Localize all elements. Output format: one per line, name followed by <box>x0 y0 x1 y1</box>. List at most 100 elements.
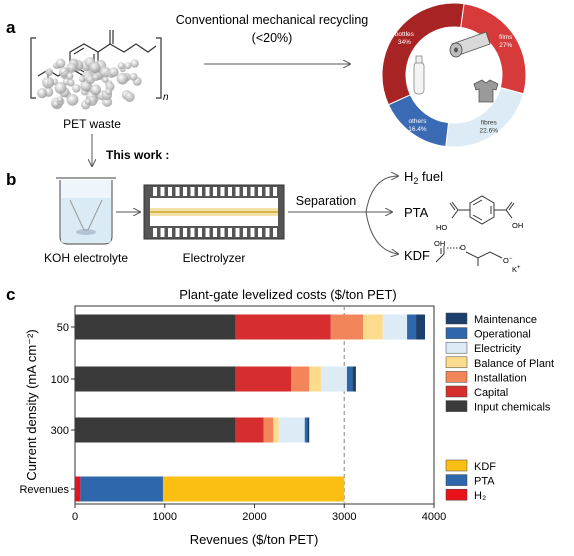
electrolyzer-slot <box>153 187 157 196</box>
y-tick-label: 300 <box>51 425 69 437</box>
legend-label: H₂ <box>474 490 486 502</box>
electrolyzer-slot <box>153 228 157 237</box>
bar-segment-input-chemicals-100 <box>75 366 236 392</box>
electrolyzer-slot <box>250 228 255 237</box>
bar-segment-input-chemicals-50 <box>75 314 236 340</box>
pet-pellet <box>66 62 77 73</box>
panel-c-label: c <box>6 285 15 304</box>
pet-pellet-pile <box>37 57 142 110</box>
electrolyzer-slot <box>213 228 217 237</box>
x-tick-label: 1000 <box>153 511 177 523</box>
pta-structure <box>449 195 515 225</box>
this-work-label: This work : <box>106 148 169 162</box>
film-roll-icon <box>449 31 491 58</box>
pet-pellet <box>124 91 135 102</box>
pet-waste-label: PET waste <box>63 117 121 131</box>
chart-marks <box>75 306 426 504</box>
pet-pellet <box>55 58 66 69</box>
kdf-oh: OH <box>434 239 445 248</box>
y-tick-label: Revenues <box>19 484 69 496</box>
chart-x-axis-label: Revenues ($/ton PET) <box>190 532 319 547</box>
pta-oh: OH <box>512 221 523 230</box>
tshirt-icon <box>473 79 499 103</box>
bar-segment-h--revenues <box>75 476 81 502</box>
electrolyzer-slot <box>183 228 187 237</box>
legend-label: PTA <box>474 476 495 488</box>
legend-label: Maintenance <box>474 314 537 326</box>
bar-segment-maintenance-50 <box>416 314 426 340</box>
electrolyzer-slot <box>243 228 247 237</box>
legend-label: KDF <box>474 461 496 473</box>
bottle-icon <box>413 55 425 95</box>
pet-pellet <box>92 73 100 81</box>
electrolyzer-slot <box>160 187 165 196</box>
bar-segment-installation-50 <box>330 314 364 340</box>
pet-pellet <box>58 67 70 78</box>
electrolyzer-slot <box>190 187 195 196</box>
pet-pellet <box>102 76 109 83</box>
pet-pellet <box>66 72 74 80</box>
electrolyzer-slot <box>243 187 247 196</box>
legend-swatch <box>445 341 468 354</box>
legend-swatch <box>445 400 468 412</box>
legend-swatch <box>445 385 468 398</box>
electrolyzer-slot <box>265 228 270 237</box>
pet-pellet <box>67 79 75 87</box>
bar-segment-pta-revenues <box>80 476 163 502</box>
electrolyzer-slot <box>258 187 262 196</box>
electrolyzer-slot <box>183 187 187 196</box>
electrolyzer-slot <box>190 228 195 237</box>
electrolyzer-slot <box>250 187 255 196</box>
pet-pellet <box>117 62 125 70</box>
panel-b: b This work : KOH electrolyte Electrolyz… <box>6 134 523 274</box>
donut-percent-films: 27% <box>499 42 512 49</box>
pta-label: PTA <box>404 205 429 220</box>
separation-branches <box>365 176 398 254</box>
electrolyzer-slot <box>220 228 225 237</box>
bar-segment-installation-100 <box>291 366 310 392</box>
electrolyzer-slot <box>235 187 240 196</box>
donut-percent-others: 16.4% <box>408 126 427 133</box>
bar-segment-capital-100 <box>235 366 292 392</box>
electrolyzer-slot <box>198 187 202 196</box>
chart-title: Plant-gate levelized costs ($/ton PET) <box>179 287 397 302</box>
pet-pellet <box>84 98 92 105</box>
bar-segment-electricity-50 <box>382 314 408 340</box>
electrolyzer-slot <box>198 228 202 237</box>
bar-segment-capital-300 <box>235 417 264 443</box>
electrolyzer-slot <box>265 187 270 196</box>
kdf-label: KDF <box>404 248 430 263</box>
legend-swatch <box>445 312 468 325</box>
electrolyzer-slot <box>273 187 277 196</box>
kdf-o: O <box>460 243 466 252</box>
electrolyzer-slot <box>168 228 172 237</box>
bar-segment-kdf-revenues <box>162 476 345 502</box>
donut-label-fibres: fibres <box>481 119 498 126</box>
bar-segment-maintenance-300 <box>307 417 310 443</box>
bar-segment-input-chemicals-300 <box>75 417 236 443</box>
legend-swatch <box>445 327 468 339</box>
chart-legend: MaintenanceOperationalElectricityBalance… <box>445 312 554 502</box>
legend-label: Balance of Plant <box>474 358 554 370</box>
pet-pellet <box>129 72 138 81</box>
legend-label: Electricity <box>474 343 522 355</box>
bar-segment-installation-300 <box>263 417 274 443</box>
conventional-recycling-label: Conventional mechanical recycling <box>176 13 369 27</box>
electrolyzer-slot <box>213 187 217 196</box>
electrolyzer-slot <box>205 187 210 196</box>
pet-subscript-n: n <box>163 92 169 103</box>
kdf-ominus: O− <box>503 256 513 265</box>
koh-electrolyte-label: KOH electrolyte <box>44 251 128 265</box>
bar-segment-balance-of-plant-50 <box>363 314 383 340</box>
electrolyzer-slot <box>228 228 232 237</box>
electrolyzer-slot <box>175 187 180 196</box>
electrolyzer-slot <box>220 187 225 196</box>
donut-slice-bottles <box>381 2 465 106</box>
h2-fuel-label: H2 fuel <box>404 169 443 186</box>
donut-label-films: films <box>499 34 513 41</box>
x-tick-label: 0 <box>72 511 78 523</box>
